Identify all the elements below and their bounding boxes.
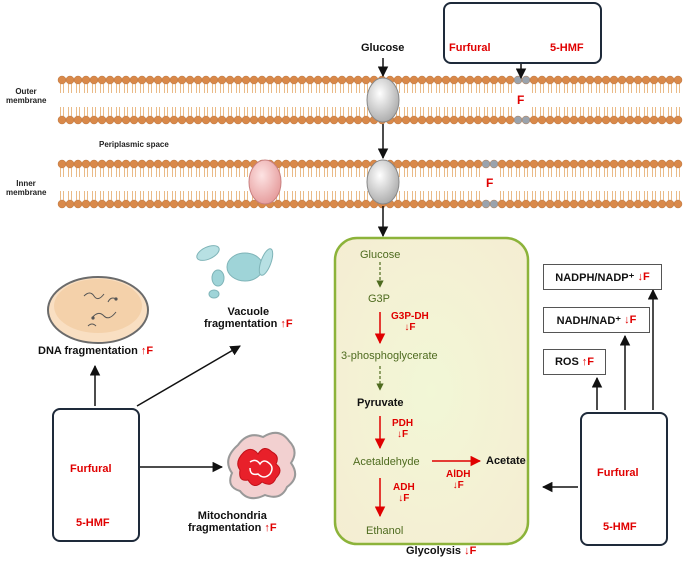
nadph-ratio-box: NADPH/NADP⁺↓F [543,264,662,290]
left-furfural-label: Furfural [70,463,112,475]
left-inhibitor-box [52,408,140,542]
right-furfural-label: Furfural [597,467,639,479]
outer-f-label: F [517,93,525,107]
vacuole-graphic [196,245,274,299]
pathway-acetaldehyde: Acetaldehyde [353,456,420,468]
pathway-3-phosphoglycerate: 3-phosphoglycerate [341,350,438,362]
enzyme-aldh: AlDH ↓F [446,469,471,491]
glucose-top-label: Glucose [361,42,405,54]
pathway-acetate: Acetate [486,455,526,467]
outer-membrane-label: Outer membrane [6,87,47,105]
inner-membrane-label: Inner membrane [6,179,47,197]
pathway-ethanol: Ethanol [366,525,404,537]
pathway-glucose: Glucose [360,249,401,261]
right-hmf-label: 5-HMF [603,521,637,533]
inner-glucose-transporter [366,159,400,205]
pathway-g3p: G3P [368,293,391,305]
top-hmf-label: 5-HMF [550,42,584,54]
outer-glucose-transporter [366,77,400,123]
mitochondria-fragmentation-label: Mitochondria fragmentation ↑F [188,510,277,534]
cell-body [333,236,530,546]
periplasmic-label: Periplasmic space [99,140,169,149]
arrow-to-vacuole [136,345,241,407]
enzyme-g3pdh: G3P-DH ↓F [391,311,429,333]
dna-fragmentation-label: DNA fragmentation ↑F [38,345,154,357]
mitochondria-graphic [227,431,297,500]
enzyme-pdh: PDH ↓F [392,418,414,440]
enzyme-adh: ADH ↓F [393,482,415,504]
right-inhibitor-box [580,412,668,546]
ros-box: ROS↑F [543,349,606,375]
pathway-pyruvate: Pyruvate [357,397,404,409]
top-inhibitor-box [443,2,602,64]
nadh-ratio-box: NADH/NAD⁺↓F [543,307,650,333]
top-furfural-label: Furfural [449,42,491,54]
left-hmf-label: 5-HMF [76,517,110,529]
inner-pink-transporter [248,159,282,205]
inner-f-label: F [486,176,494,190]
glycolysis-label: Glycolysis ↓F [406,545,477,557]
dna-cell-graphic [47,276,149,344]
vacuole-fragmentation-label: Vacuole fragmentation ↑F [204,306,293,330]
